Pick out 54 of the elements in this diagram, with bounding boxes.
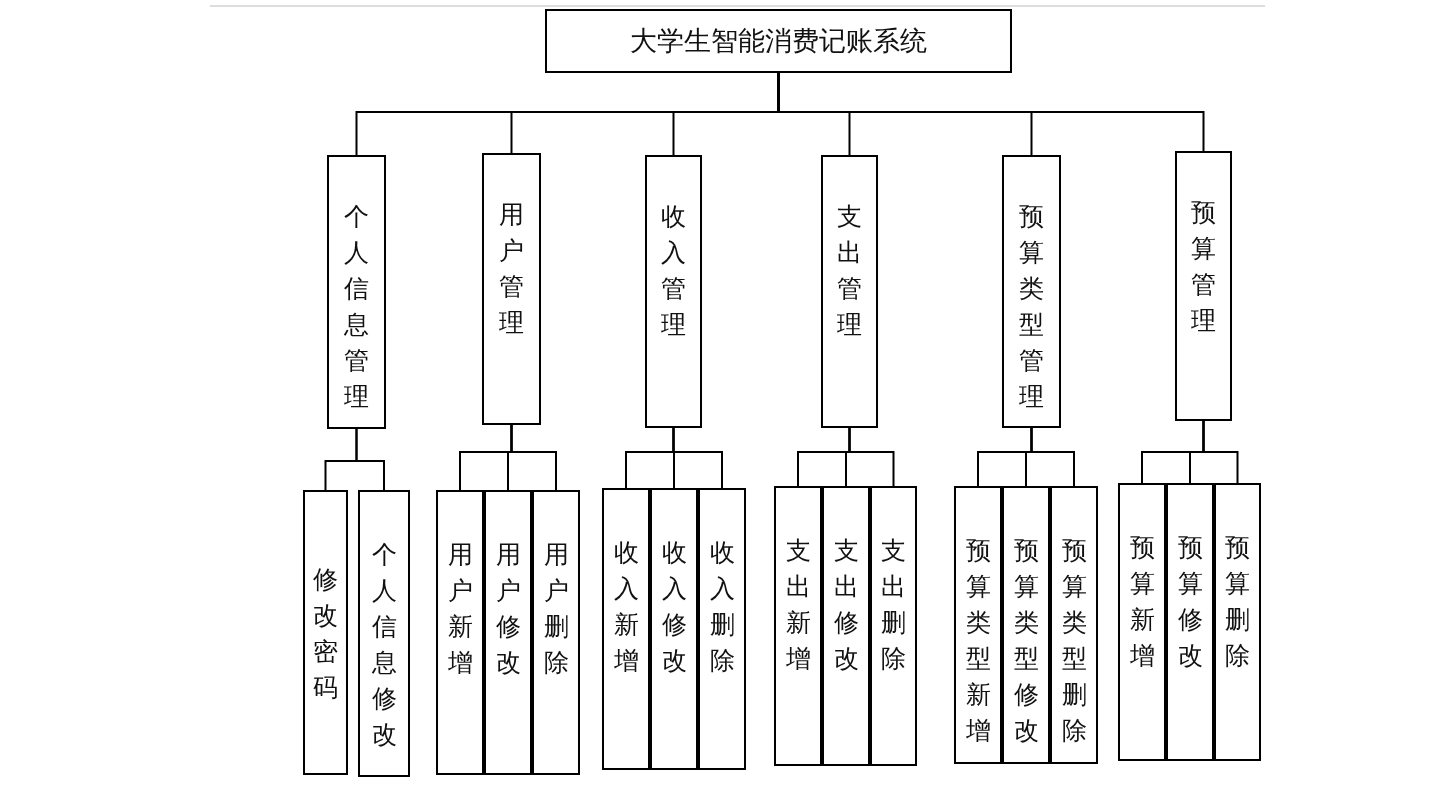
connector-line	[848, 427, 895, 487]
box-label: 个人信息管理	[343, 201, 370, 413]
function-box	[650, 488, 698, 770]
function-box	[532, 490, 580, 775]
function-box	[698, 488, 746, 770]
function-box	[303, 490, 348, 775]
function-box	[1050, 486, 1098, 764]
module-box	[482, 153, 541, 425]
box-label: 预算类型修改	[1013, 535, 1039, 747]
function-box	[870, 486, 917, 766]
module-box	[645, 155, 702, 428]
title-text: 大学生智能消费记账系统	[630, 24, 927, 58]
box-label: 预算类型删除	[1061, 535, 1087, 747]
box-label: 支出管理	[836, 201, 863, 341]
connector-line	[1202, 420, 1239, 484]
box-label: 个人信息修改	[371, 539, 397, 751]
function-box	[1002, 486, 1050, 764]
box-label: 收入删除	[709, 537, 735, 677]
function-box	[1214, 483, 1261, 761]
box-label: 收入新增	[613, 537, 639, 677]
function-box	[822, 486, 870, 766]
box-label: 预算修改	[1177, 532, 1203, 672]
box-label: 预算类型管理	[1018, 201, 1045, 413]
module-box	[821, 155, 878, 428]
function-box	[774, 486, 822, 766]
box-label: 用户删除	[543, 539, 569, 679]
module-box	[327, 155, 386, 429]
box-label: 预算删除	[1224, 532, 1251, 672]
connector-line	[510, 424, 557, 491]
connector-line	[1030, 427, 1075, 487]
box-label: 支出修改	[833, 535, 859, 675]
box-label: 用户修改	[495, 539, 521, 679]
box-label: 修改密码	[312, 564, 339, 704]
box-label: 预算新增	[1129, 532, 1155, 672]
connector-line	[355, 428, 385, 491]
box-label: 支出删除	[880, 535, 907, 675]
module-box	[1175, 151, 1232, 421]
module-box	[1002, 155, 1061, 428]
function-box	[1118, 483, 1166, 761]
function-box	[954, 486, 1002, 764]
box-label: 用户管理	[498, 199, 525, 339]
box-label: 收入管理	[660, 201, 687, 341]
function-box	[602, 488, 650, 770]
function-box	[1166, 483, 1214, 761]
box-label: 用户新增	[447, 539, 473, 679]
function-box	[358, 490, 410, 777]
box-label: 预算管理	[1190, 197, 1217, 337]
box-label: 收入修改	[661, 537, 687, 677]
system-title-box	[545, 9, 1012, 73]
box-label: 支出新增	[785, 535, 811, 675]
connector-line	[672, 427, 723, 489]
function-box	[484, 490, 532, 775]
function-box	[436, 490, 484, 775]
box-label: 预算类型新增	[965, 535, 991, 747]
